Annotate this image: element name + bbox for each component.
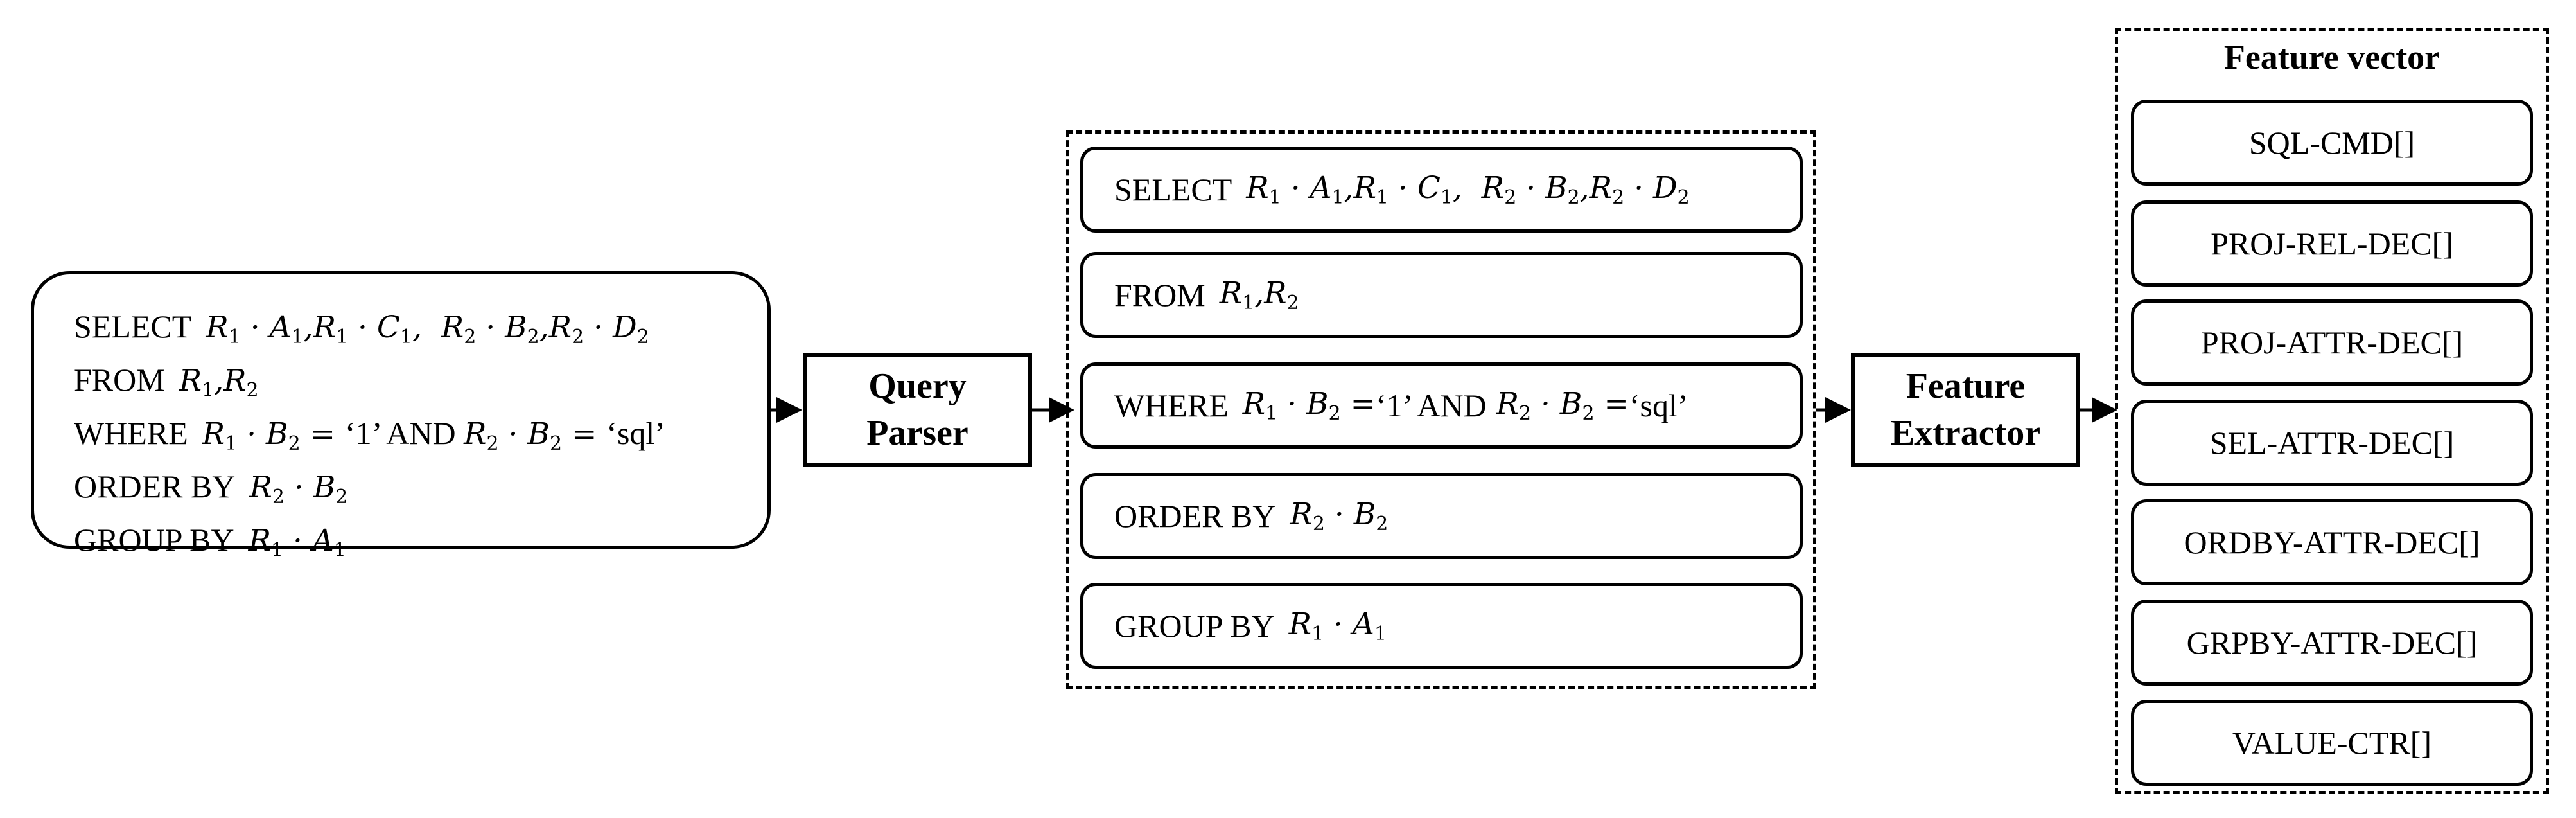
feature-item-ordby-attr-dec: ORDBY-ATTR-DEC[]: [2131, 499, 2533, 585]
parsed-clauses-group: [1066, 130, 1816, 689]
query-parser-label-2: Parser: [866, 413, 968, 453]
feature-item-grpby-attr-dec: GRPBY-ATTR-DEC[]: [2131, 600, 2533, 686]
feature-item-sel-attr-dec: SEL-ATTR-DEC[]: [2131, 400, 2533, 486]
feature-extractor-box: Feature Extractor: [1851, 353, 2080, 467]
feature-item-value-ctr: VALUE-CTR[]: [2131, 700, 2533, 786]
feature-extractor-label-2: Extractor: [1890, 413, 2041, 453]
feature-vector-title: Feature vector: [2223, 38, 2440, 76]
query-parser-label-1: Query: [868, 366, 967, 407]
feature-item-proj-attr-dec: PROJ-ATTR-DEC[]: [2131, 299, 2533, 386]
feature-item-proj-rel-dec: PROJ-REL-DEC[]: [2131, 200, 2533, 287]
feature-item-sql-cmd: SQL-CMD[]: [2131, 100, 2533, 186]
feature-vector-group: [2115, 28, 2549, 794]
feature-extractor-label-1: Feature: [1906, 366, 2026, 407]
query-parser-box: Query Parser: [803, 353, 1032, 467]
